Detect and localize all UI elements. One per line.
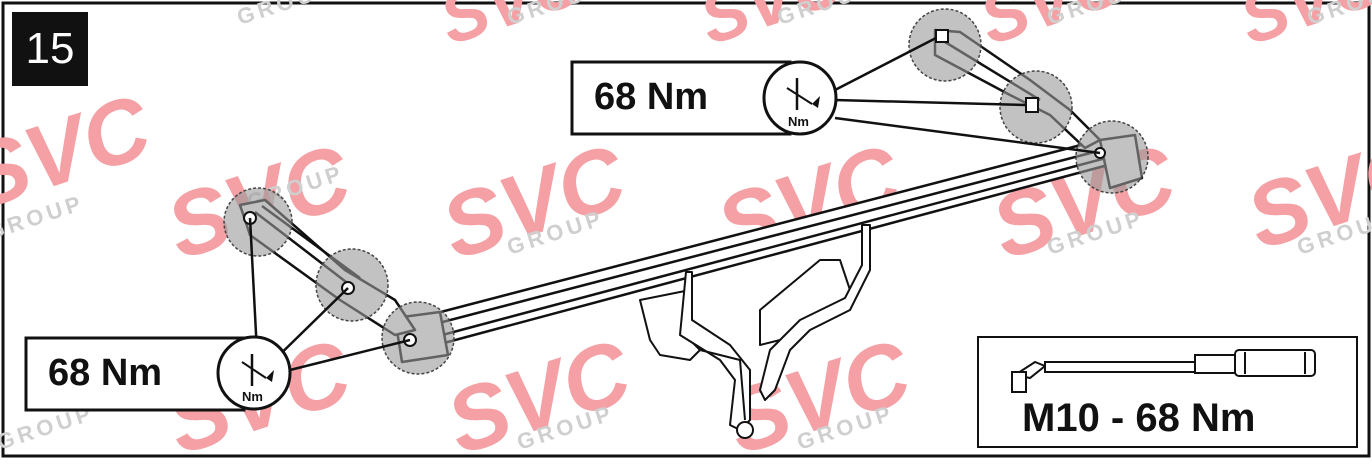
step-number-badge: 15 [12,12,88,86]
bolt-highlight-left-3 [381,301,455,375]
torque-wrench-icon [762,60,838,136]
torque-unit-upper: Nm [788,114,809,129]
torque-wrench-icon [216,335,292,411]
watermark-brand: SVC [430,126,639,279]
bolt-highlight-left-1 [223,187,293,257]
hitch-mount-plates [639,224,871,439]
bolt-spec-text: M10 - 68 Nm [1022,396,1256,440]
step-number: 15 [25,24,75,73]
torque-value-upper: 68 Nm [594,76,709,118]
spec-box [977,336,1358,448]
torque-callout-lower [24,335,292,412]
bolt-highlight-right-1 [908,8,982,82]
torque-callout-upper [570,60,838,136]
torque-value-lower: 68 Nm [48,352,163,394]
bolt-highlight-right-3 [1075,120,1149,194]
torque-unit-lower: Nm [242,389,263,404]
torque-wrench-tool-icon [1011,349,1316,393]
